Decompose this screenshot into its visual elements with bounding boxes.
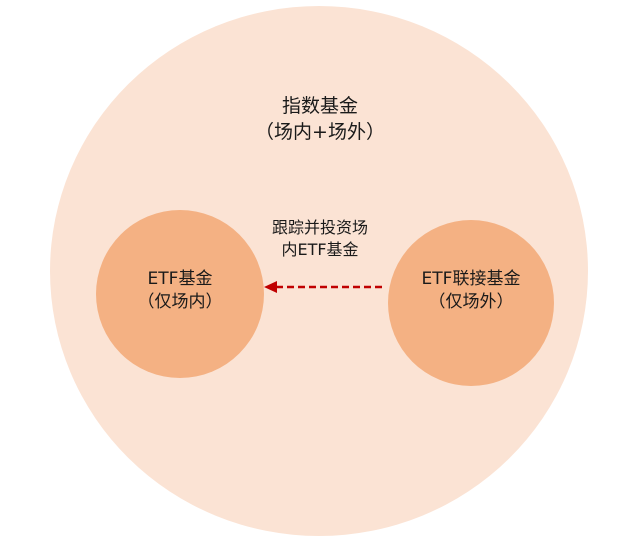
etf-fund-circle bbox=[96, 210, 264, 378]
etf-feeder-fund-title: ETF联接基金 bbox=[421, 269, 521, 289]
etf-feeder-fund-circle bbox=[388, 220, 554, 386]
etf-feeder-fund-subtitle: （仅场外） bbox=[428, 291, 514, 312]
index-fund-subtitle: （场内+场外） bbox=[255, 120, 385, 143]
etf-fund-subtitle: （仅场内） bbox=[137, 291, 223, 312]
etf-feeder-fund-label: ETF联接基金 （仅场外） bbox=[388, 268, 554, 314]
index-fund-label: 指数基金 （场内+场外） bbox=[190, 94, 450, 145]
tracking-relation-label: 跟踪并投资场 内ETF基金 bbox=[225, 217, 415, 260]
tracking-relation-line2: 内ETF基金 bbox=[281, 239, 359, 259]
etf-fund-label: ETF基金 （仅场内） bbox=[96, 268, 264, 314]
etf-fund-title: ETF基金 bbox=[147, 269, 213, 289]
tracking-relation-line1: 跟踪并投资场 bbox=[271, 218, 368, 237]
index-fund-title: 指数基金 bbox=[281, 95, 358, 117]
